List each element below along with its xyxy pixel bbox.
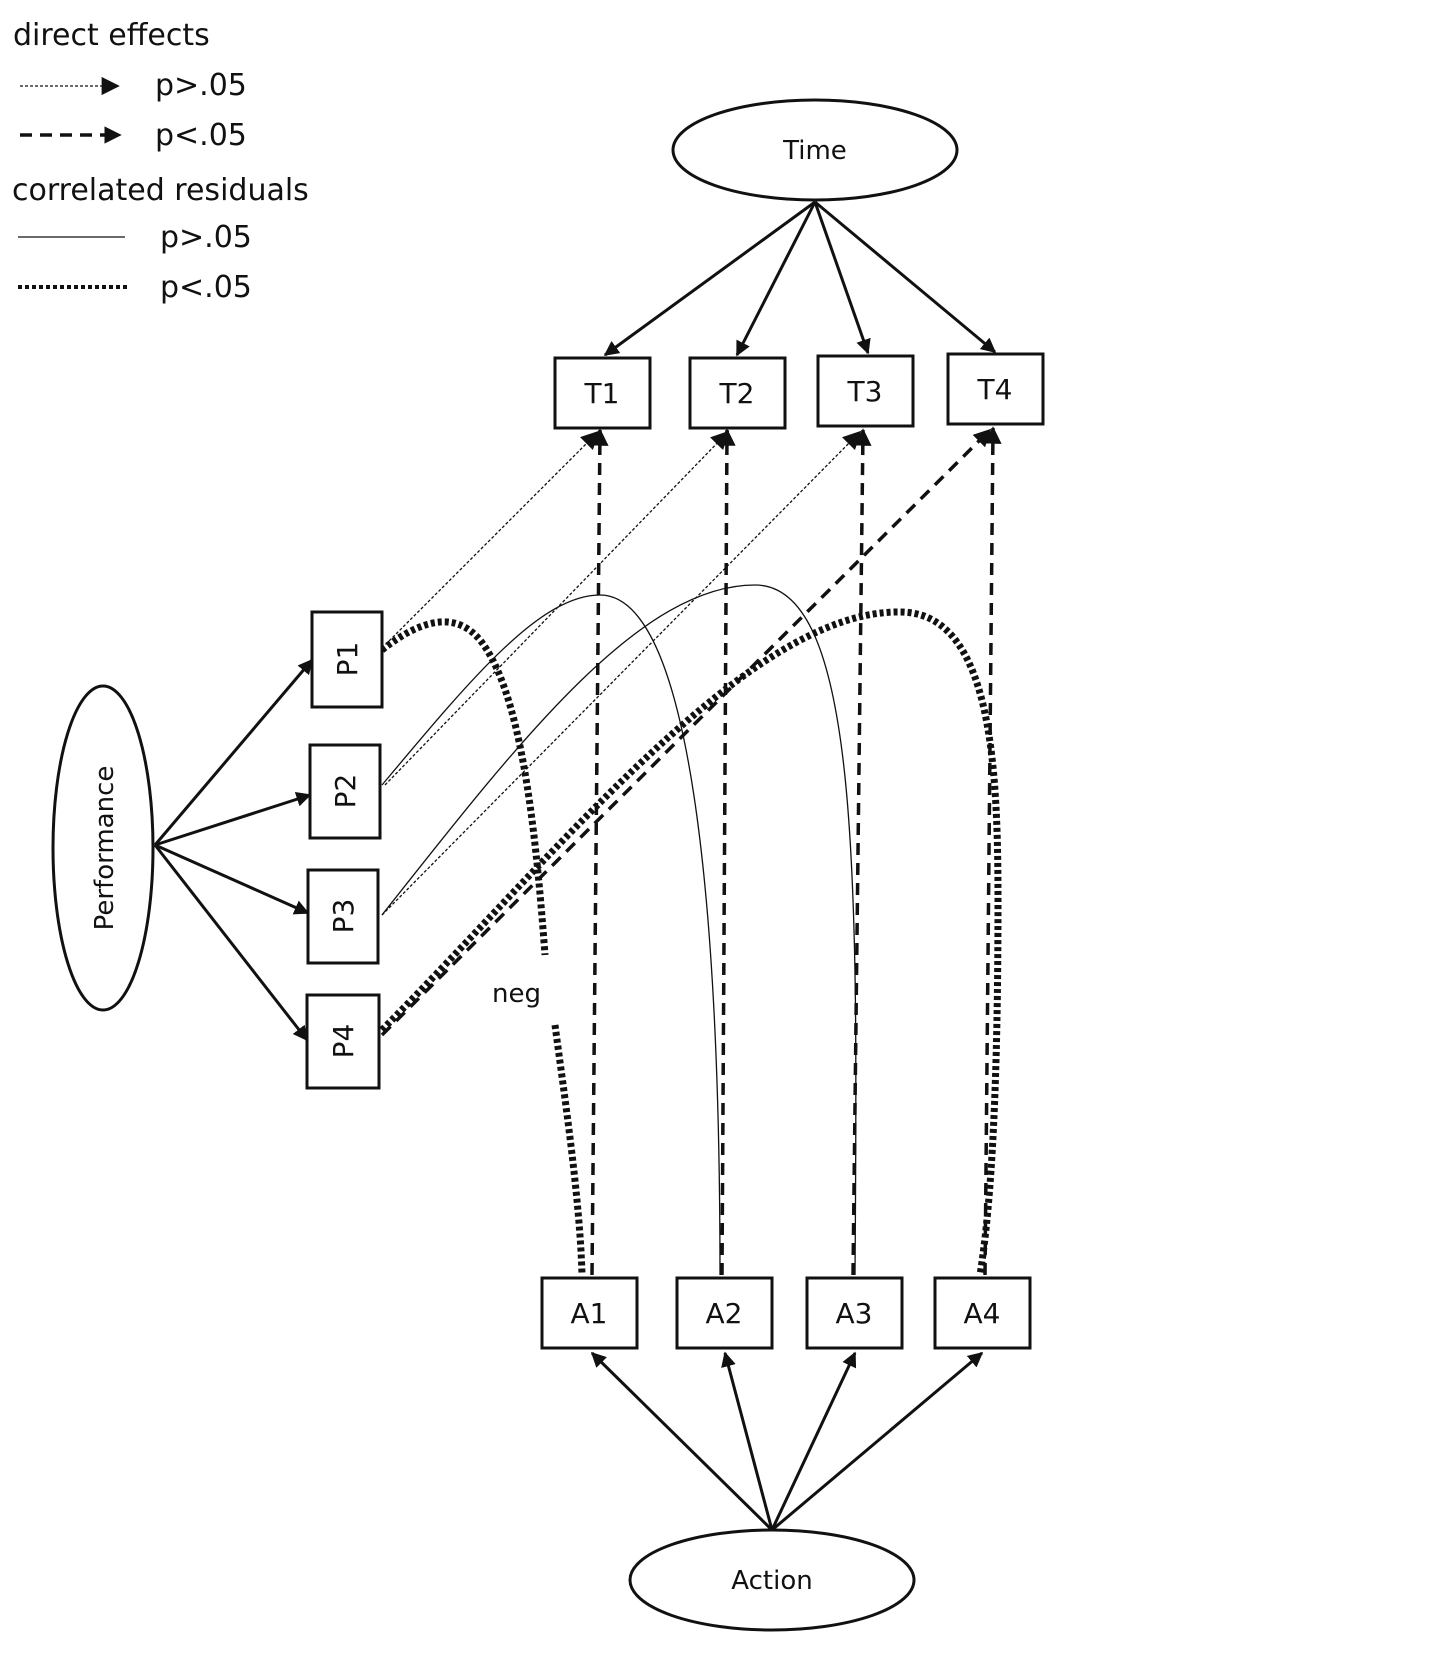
indicator-p3-box bbox=[306, 868, 380, 965]
legend-corr-title: correlated residuals bbox=[12, 173, 309, 208]
loading-arrows bbox=[153, 200, 997, 1532]
indicator-p2-box bbox=[308, 743, 382, 840]
effect-p4-t4 bbox=[380, 428, 992, 1037]
effect-a1-t1 bbox=[590, 428, 609, 1276]
arrow-action-a2 bbox=[721, 1351, 774, 1531]
latent-time-label: Time bbox=[782, 136, 847, 166]
latent-performance-label: Performance bbox=[90, 766, 120, 931]
indicator-t4-label: T4 bbox=[977, 373, 1013, 406]
arrow-action-a4 bbox=[771, 1351, 984, 1532]
indicator-t2-box bbox=[688, 356, 787, 430]
indicator-p3-label: P3 bbox=[327, 899, 360, 934]
arrow-perf-p3 bbox=[154, 843, 310, 915]
indicator-p1-box bbox=[310, 610, 384, 709]
indicator-p4: P4 bbox=[305, 993, 381, 1090]
latent-action-label: Action bbox=[731, 1566, 812, 1596]
legend-direct-sig-label: p<.05 bbox=[155, 118, 247, 153]
indicator-t4: T4 bbox=[946, 352, 1045, 426]
legend-direct-effects-title: direct effects bbox=[13, 18, 210, 53]
legend-corr-ns-label: p>.05 bbox=[160, 220, 252, 255]
arrow-time-t3 bbox=[813, 201, 871, 355]
latent-time: Time bbox=[671, 98, 959, 202]
indicator-p3: P3 bbox=[306, 868, 380, 965]
indicator-p1-label: P1 bbox=[331, 642, 364, 677]
arrow-perf-p2 bbox=[154, 792, 312, 847]
effect-a2-t2 bbox=[718, 428, 736, 1276]
indicator-a2-label: A2 bbox=[706, 1297, 743, 1330]
latent-time-ellipse bbox=[671, 98, 959, 202]
indicator-p1: P1 bbox=[310, 610, 384, 709]
indicator-t3: T3 bbox=[816, 354, 915, 428]
legend-corr-sig-label: p<.05 bbox=[160, 270, 252, 305]
legend: direct effects p>.05 p<.05 correlated re… bbox=[12, 18, 309, 305]
latent-performance: Performance bbox=[51, 684, 155, 1012]
neg-label: neg bbox=[492, 979, 541, 1009]
indicator-a1: A1 bbox=[540, 1276, 639, 1350]
effect-p3-t3 bbox=[381, 430, 862, 916]
indicator-t3-box bbox=[816, 354, 915, 428]
indicator-a3-box bbox=[805, 1276, 904, 1350]
indicator-a4-box bbox=[933, 1276, 1032, 1350]
latent-action-ellipse bbox=[628, 1528, 916, 1632]
indicator-p2: P2 bbox=[308, 743, 382, 840]
arrow-perf-p1 bbox=[153, 658, 314, 846]
indicator-t4-box bbox=[946, 352, 1045, 426]
indicator-a4: A4 bbox=[933, 1276, 1032, 1350]
arrow-time-t1 bbox=[603, 200, 816, 357]
indicator-a2: A2 bbox=[675, 1276, 774, 1350]
indicator-p4-box bbox=[305, 993, 381, 1090]
arrow-action-a1 bbox=[590, 1351, 774, 1532]
legend-direct-ns-label: p>.05 bbox=[155, 68, 247, 103]
effect-a4-t4 bbox=[983, 426, 1002, 1276]
indicator-t1-box bbox=[553, 356, 652, 430]
arrow-time-t4 bbox=[814, 200, 997, 354]
indicator-a1-box bbox=[540, 1276, 639, 1350]
direct-effects bbox=[380, 426, 1002, 1276]
latent-action: Action bbox=[628, 1528, 916, 1632]
indicator-a3: A3 bbox=[805, 1276, 904, 1350]
indicator-p4-label: P4 bbox=[327, 1024, 360, 1059]
corr-p3-a3 bbox=[381, 584, 857, 1276]
indicator-a4-label: A4 bbox=[964, 1297, 1001, 1330]
latent-performance-ellipse bbox=[51, 684, 155, 1012]
indicator-a3-label: A3 bbox=[836, 1297, 873, 1330]
indicator-p2-label: P2 bbox=[329, 774, 362, 809]
indicator-t2: T2 bbox=[688, 356, 787, 430]
indicator-a2-box bbox=[675, 1276, 774, 1350]
arrow-perf-p4 bbox=[153, 844, 309, 1042]
indicator-a1-label: A1 bbox=[571, 1297, 608, 1330]
corr-p2-a2 bbox=[381, 594, 721, 1276]
indicator-t3-label: T3 bbox=[847, 375, 883, 408]
corr-p1-a1-lower bbox=[551, 1024, 586, 1276]
effect-a3-t3 bbox=[851, 428, 872, 1276]
indicator-t2-label: T2 bbox=[719, 377, 755, 410]
arrow-action-a3 bbox=[770, 1351, 857, 1531]
arrow-time-t2 bbox=[735, 201, 817, 357]
corr-p4-a4 bbox=[379, 608, 1002, 1276]
indicator-t1-label: T1 bbox=[584, 377, 620, 410]
indicator-t1: T1 bbox=[553, 356, 652, 430]
effect-p1-t1 bbox=[381, 430, 600, 649]
correlated-residuals bbox=[379, 584, 1002, 1276]
corr-p1-a1-upper bbox=[379, 618, 549, 956]
